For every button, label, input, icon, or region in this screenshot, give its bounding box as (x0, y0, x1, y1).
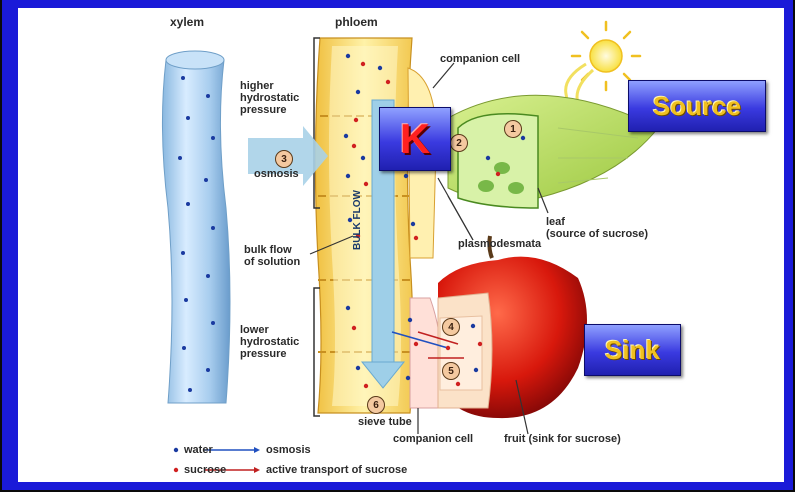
plasmodesmata-label: plasmodesmata (458, 238, 541, 250)
sieve-tube-label: sieve tube (358, 416, 412, 428)
source-badge: Source (628, 80, 766, 132)
legend-osmosis-label: osmosis (266, 444, 311, 456)
companion-cell-bottom-label: companion cell (393, 433, 473, 445)
bulk-flow-solution-label: bulk flow of solution (244, 244, 300, 268)
xylem-tube (162, 51, 230, 403)
step-6-marker: 6 (367, 396, 385, 414)
osmosis-label: osmosis (254, 168, 299, 180)
sink-badge: Sink (584, 324, 681, 376)
apple (438, 236, 587, 418)
step-2-marker: 2 (450, 134, 468, 152)
leaf (448, 95, 658, 208)
lower-pressure-label: lower hydrostatic pressure (240, 324, 299, 360)
step-5-marker: 5 (442, 362, 460, 380)
k-badge: K (379, 107, 451, 171)
companion-cell-top-label: companion cell (440, 53, 520, 65)
phloem-tube (315, 38, 413, 413)
leaf-label: leaf (source of sucrose) (546, 216, 648, 240)
fruit-label: fruit (sink for sucrose) (504, 433, 621, 445)
higher-pressure-label: higher hydrostatic pressure (240, 80, 299, 116)
xylem-label: xylem (170, 16, 204, 28)
legend-active-transport-label: active transport of sucrose (266, 464, 407, 476)
legend-water-dot (174, 448, 178, 452)
phloem-label: phloem (335, 16, 378, 28)
bulk-flow-arrow-label: BULK FLOW (352, 190, 364, 250)
legend-water-label: water (184, 444, 213, 456)
legend-sucrose-label: sucrose (184, 464, 226, 476)
slide: xylem phloem companion cell higher hydro… (18, 8, 784, 482)
step-3-marker: 3 (275, 150, 293, 168)
legend-sucrose-dot (174, 468, 178, 472)
step-1-marker: 1 (504, 120, 522, 138)
step-4-marker: 4 (442, 318, 460, 336)
companion-cell-bottom (410, 298, 442, 408)
